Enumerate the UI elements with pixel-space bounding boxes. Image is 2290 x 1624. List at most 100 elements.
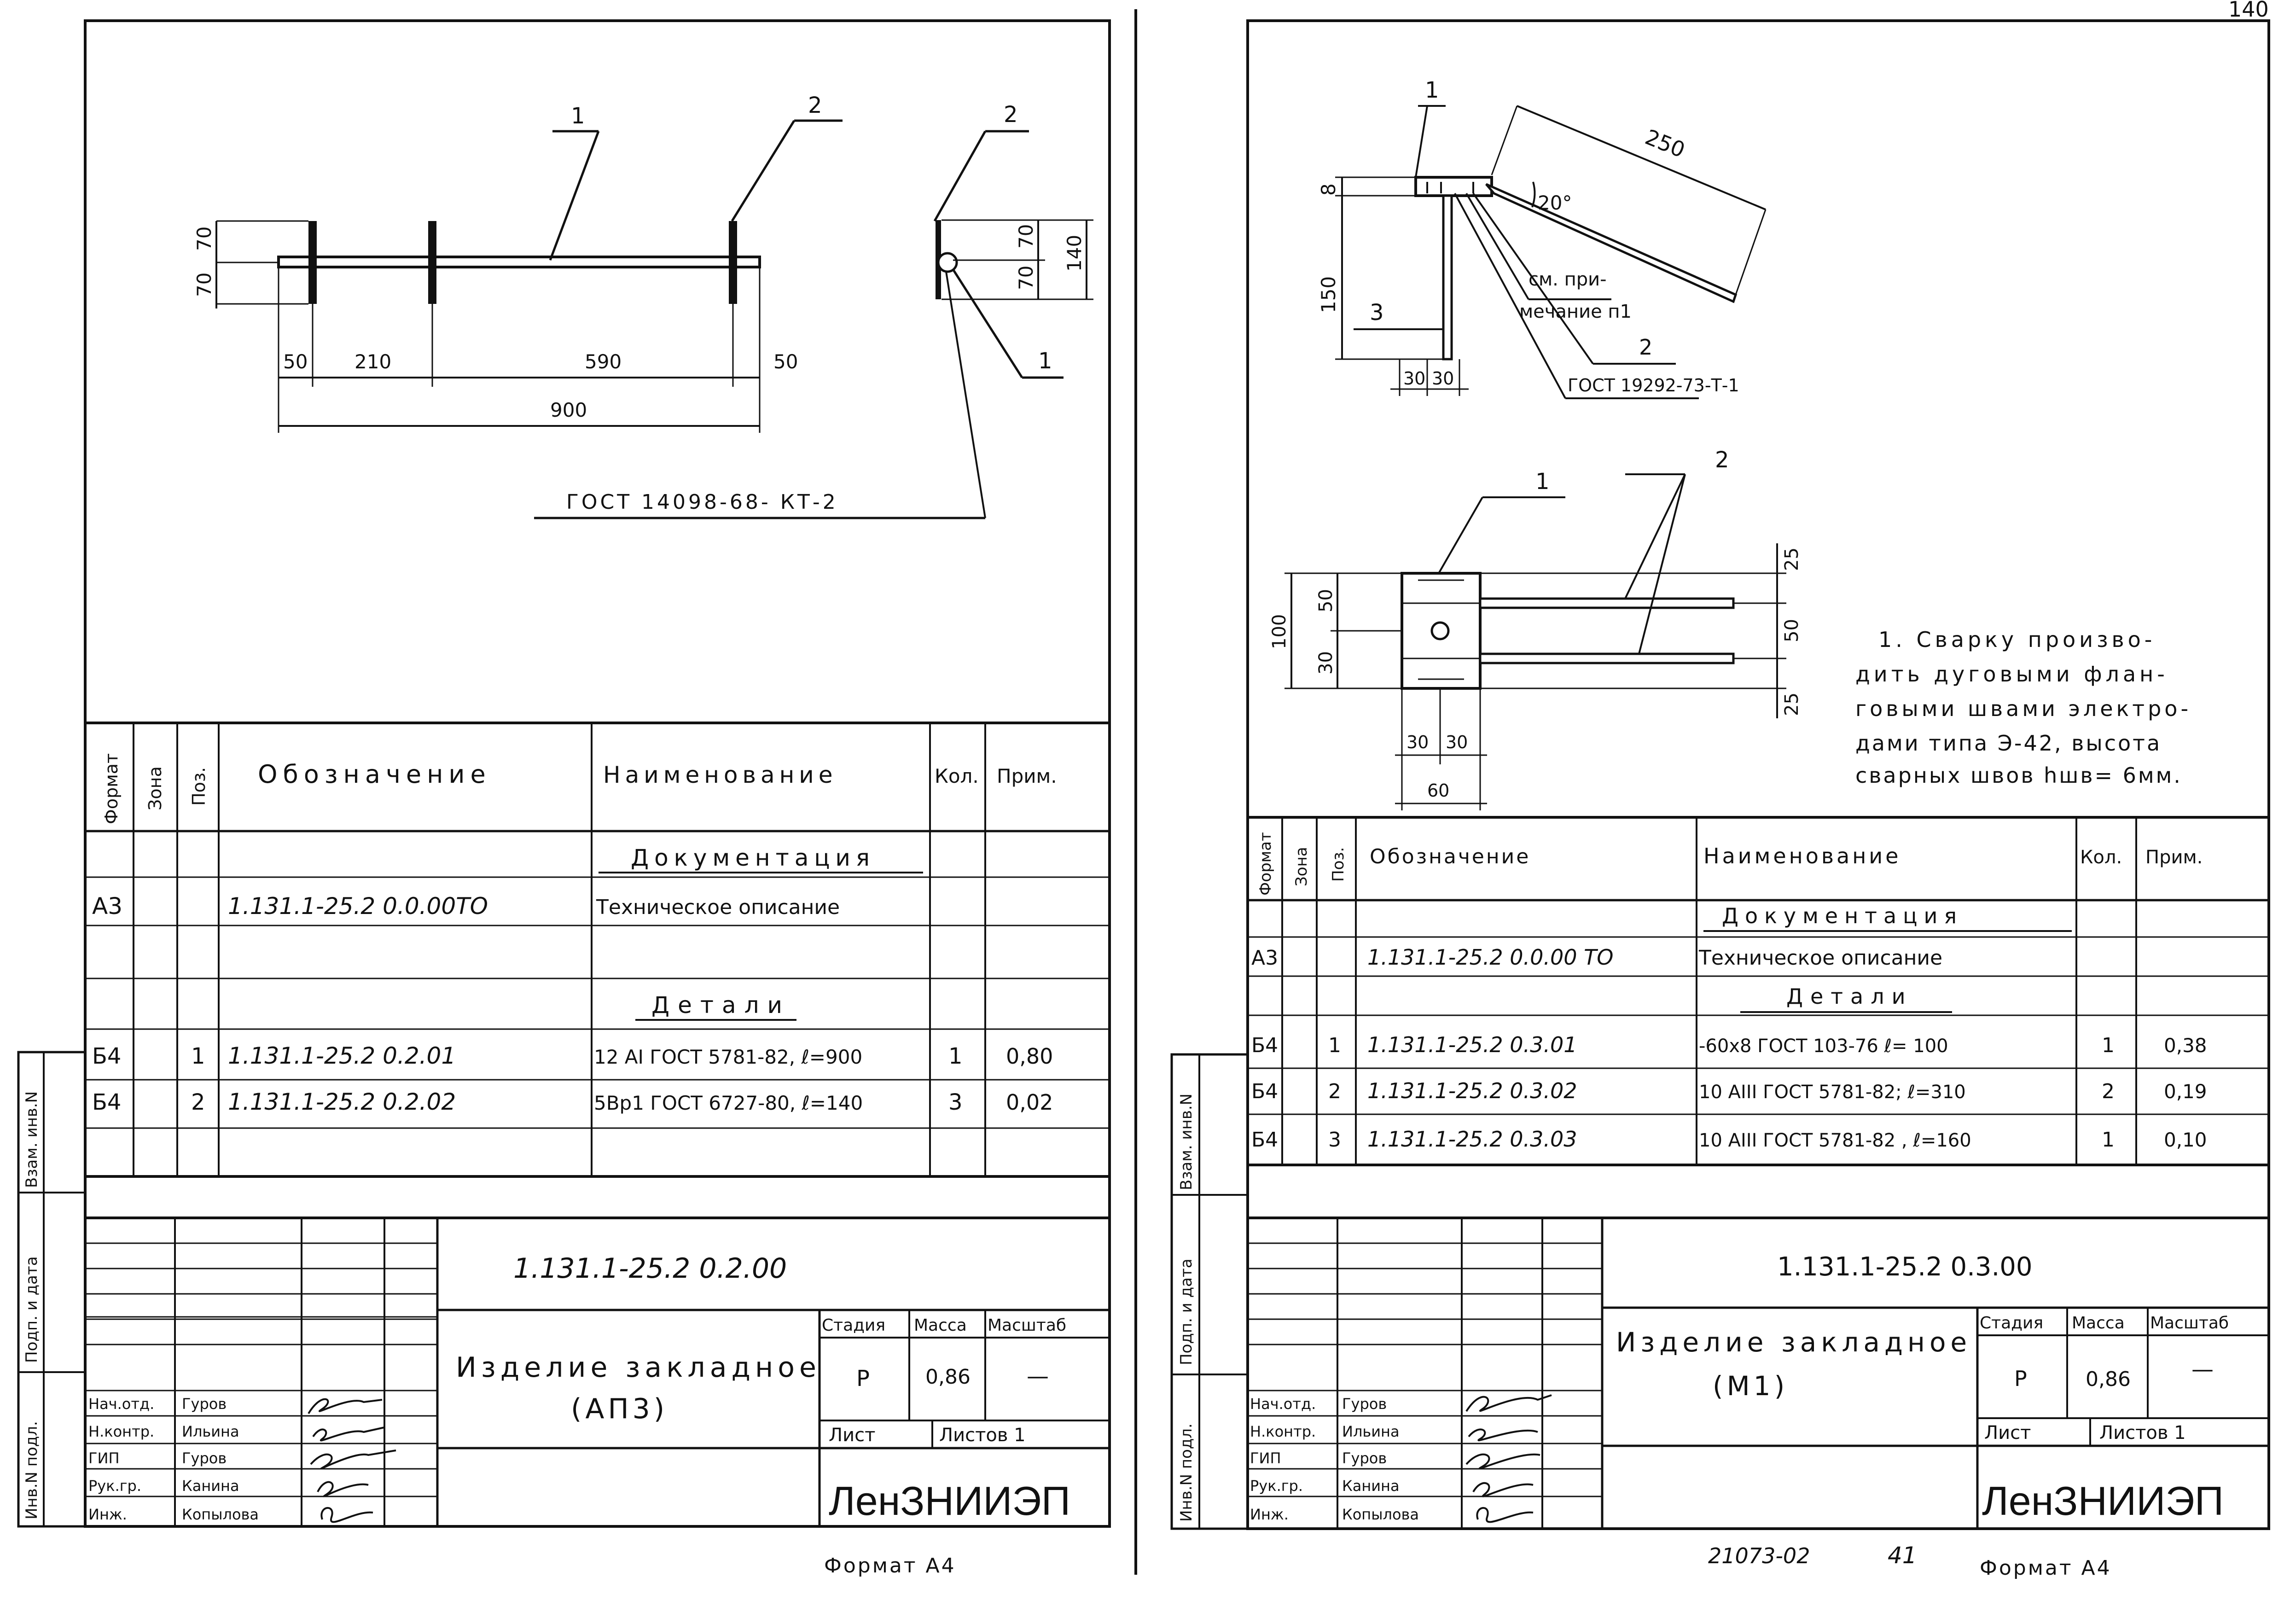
crossbar-pos2-b — [428, 221, 436, 304]
row-qty: 1 — [2102, 1034, 2115, 1057]
scale-label: Масштаб — [988, 1316, 1066, 1335]
header-note: Прим. — [997, 765, 1057, 787]
right-side-strip: Взам. инв.N Подп. и дата Инв.N подл. — [1170, 1053, 1249, 1530]
sheet-label: Лист — [1984, 1422, 2031, 1444]
row-qty: 2 — [2102, 1080, 2115, 1103]
dim-angle: 20° — [1538, 192, 1572, 214]
person-name: Копылова — [182, 1506, 259, 1523]
dim-30-b: 30 — [1432, 368, 1454, 389]
mass-label: Масса — [914, 1316, 967, 1335]
row-qty: 1 — [948, 1043, 963, 1069]
callout-1-plan-label: 1 — [1535, 469, 1550, 495]
dim-250: 250 — [1642, 124, 1689, 163]
side-view-rod-section — [937, 252, 958, 273]
doc-format: А3 — [92, 893, 122, 920]
stage-value: Р — [856, 1366, 870, 1391]
person-name: Гуров — [1342, 1449, 1387, 1467]
dim-60: 60 — [1427, 780, 1449, 801]
row-designation: 1.131.1-25.2 0.2.01 — [228, 1042, 456, 1069]
gost-note-left: ГОСТ 14098-68- КТ-2 — [566, 490, 838, 514]
dim-8: 8 — [1317, 183, 1340, 196]
scale-value: — — [1027, 1363, 1049, 1389]
role-label: Н.контр. — [1250, 1423, 1316, 1440]
right-sheet-frame — [1246, 19, 2270, 1530]
note-line: говыми швами электро- — [1855, 696, 2191, 721]
dim-210: 210 — [355, 350, 391, 373]
right-title-block: 1.131.1-25.2 0.3.00 Изделие закладное (М… — [1248, 1217, 2269, 1529]
header-format: Формат — [101, 753, 122, 824]
dim-50-right: 50 — [1781, 619, 1802, 642]
archive-number: 21073-02 — [1708, 1543, 1810, 1568]
section-parts: Детали — [651, 992, 790, 1019]
callout-leader-2 — [731, 120, 796, 222]
left-sheet-frame — [84, 19, 1111, 1528]
callout-leader-1 — [549, 131, 600, 261]
callout-2-label: 2 — [808, 93, 822, 118]
person-name: Канина — [182, 1477, 239, 1495]
callout-3-label: 3 — [1370, 300, 1384, 326]
right-elevation-view: 1 3 2 250 20° 8 150 30 30 — [1317, 77, 1767, 399]
section-parts: Детали — [1786, 984, 1913, 1009]
note-ref-line1: см. при- — [1529, 269, 1607, 290]
person-name: Копылова — [1342, 1506, 1419, 1523]
row-note: 0,10 — [2164, 1129, 2207, 1151]
row-pos: 3 — [1328, 1128, 1341, 1152]
dim-30-plan: 30 — [1315, 651, 1337, 675]
header-format: Формат — [1256, 832, 1275, 896]
row-note: 0,80 — [1006, 1044, 1053, 1069]
note-ref-line2: мечание п1 — [1519, 301, 1632, 322]
plate-center-mark — [1430, 621, 1450, 640]
role-label: Нач.отд. — [1250, 1395, 1316, 1413]
row-format: Б4 — [1251, 1080, 1278, 1103]
role-label: Рук.гр. — [1250, 1477, 1303, 1495]
left-sheet: 1 2 70 70 50 210 590 50 900 — [17, 9, 1137, 1577]
spec-row: Б4 3 1.131.1-25.2 0.3.03 10 АIII ГОСТ 57… — [1251, 1127, 2207, 1152]
dim-100: 100 — [1269, 614, 1290, 649]
stage-value: Р — [2014, 1366, 2027, 1391]
header-qty: Кол. — [2080, 847, 2122, 868]
sheets-count: Листов 1 — [2099, 1422, 2186, 1444]
title-subtitle: (АП3) — [571, 1393, 668, 1425]
header-designation: Обозначение — [258, 760, 491, 789]
scale-label: Масштаб — [2150, 1314, 2229, 1333]
header-name: Наименование — [603, 762, 837, 788]
dim-30-plan-b: 30 — [1446, 732, 1468, 752]
callout-1-top-label: 1 — [1425, 77, 1439, 103]
mass-value: 0,86 — [2086, 1368, 2131, 1391]
dim-70-lower: 70 — [193, 273, 215, 297]
callout-1-side-label: 1 — [1038, 348, 1052, 374]
dim-70-side-upper: 70 — [1015, 224, 1037, 249]
callout-2-side-label: 2 — [1004, 102, 1018, 128]
role-label: Инж. — [88, 1506, 127, 1523]
header-pos: Поз. — [1329, 847, 1348, 882]
welding-note: 1. Сварку произво- дить дуговыми флан- г… — [1855, 627, 2191, 788]
dim-590: 590 — [585, 350, 622, 373]
right-spec-table: Формат Зона Поз. Обозначение Наименовани… — [1248, 816, 2269, 1166]
section-docs: Документация — [1722, 903, 1963, 928]
sheet-label: Лист — [829, 1425, 875, 1446]
spec-row: Б4 1 1.131.1-25.2 0.3.01 -60x8 ГОСТ 103-… — [1251, 1032, 2207, 1057]
sheets-count: Листов 1 — [939, 1425, 1026, 1446]
right-sheet: 140 1 3 2 250 20° — [1170, 0, 2270, 1580]
left-front-view: 1 2 70 70 50 210 590 50 900 — [193, 93, 1093, 519]
row-qty: 1 — [2102, 1128, 2115, 1152]
side-label-sign: Подп. и дата — [23, 1256, 41, 1363]
role-label: ГИП — [88, 1449, 120, 1467]
left-spec-table: Формат Зона Поз. Обозначение Наименовани… — [85, 722, 1110, 1178]
left-side-strip: Взам. инв.N Подп. и дата Инв.N подл. — [17, 1051, 87, 1528]
gost-note-right: ГОСТ 19292-73-Т-1 — [1568, 375, 1739, 396]
header-designation: Обозначение — [1370, 845, 1530, 868]
side-label-inv: Инв.N подл. — [1177, 1423, 1196, 1522]
signatures — [308, 1398, 396, 1523]
side-label-inv: Инв.N подл. — [23, 1421, 41, 1519]
header-note: Прим. — [2145, 847, 2203, 868]
header-pos: Поз. — [189, 767, 209, 806]
bar-pos3 — [1442, 194, 1453, 361]
callout-2-top-label: 2 — [1639, 335, 1652, 360]
bar-plan-upper — [1479, 597, 1735, 609]
dim-50-right: 50 — [773, 350, 798, 373]
role-label: ГИП — [1250, 1449, 1281, 1467]
row-format: Б4 — [1251, 1034, 1278, 1057]
callout-2-plan-label: 2 — [1715, 447, 1729, 473]
